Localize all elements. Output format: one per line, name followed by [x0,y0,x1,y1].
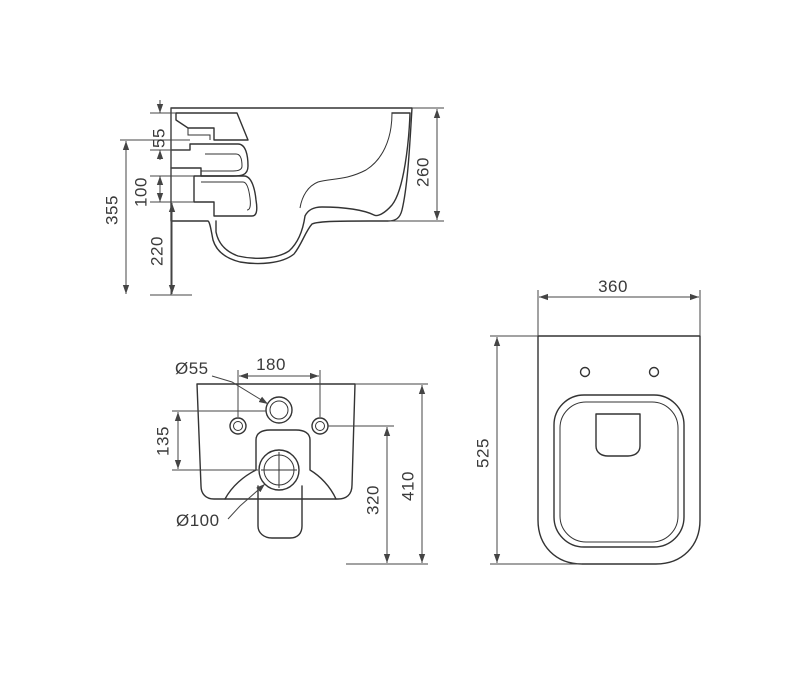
label-355: 355 [102,195,121,225]
rear-view-bolt-right-inner [315,421,325,431]
label-360: 360 [598,277,628,296]
top-view-outline [537,335,701,565]
top-view-seat-hole-right [648,366,660,378]
side-view-rim [175,112,249,141]
rear-view-spigot-pipe [257,485,303,539]
top-view-bowl [553,394,685,548]
top-view-bowl-inner [559,401,679,543]
rear-view-spigot [224,429,337,500]
top-view-flush-outlet [595,413,641,457]
side-view: 55 100 355 220 260 [102,100,444,296]
label-525: 525 [473,438,492,468]
rear-view-bolt-left [229,417,247,435]
label-diam-100: Ø100 [176,511,220,530]
rear-view: Ø55 180 135 Ø100 320 410 [153,355,428,565]
label-180: 180 [256,355,286,374]
label-55: 55 [149,128,168,148]
rear-view-inlet-inner [269,400,289,420]
leader-diam-55 [211,375,269,405]
side-view-outlet [193,175,258,217]
leader-diam-100 [227,483,266,520]
label-diam-55: Ø55 [175,359,209,378]
rear-view-bolt-left-inner [233,421,243,431]
side-view-rim-inner [187,128,211,140]
label-410: 410 [398,471,417,501]
label-100: 100 [131,177,150,207]
label-135: 135 [153,426,172,456]
label-320: 320 [363,485,382,515]
side-view-inlet-inner [201,153,243,172]
side-view-outline [170,107,413,265]
label-260: 260 [413,157,432,187]
top-view-seat-hole-left [579,366,591,378]
side-view-inner-curve [299,112,393,209]
side-view-inner-bowl [215,112,411,259]
rear-view-bolt-right [311,417,329,435]
rear-view-inlet-outer [265,396,293,424]
rear-view-outline [196,383,356,500]
rear-view-outlet-outer [258,449,300,491]
label-220: 220 [147,236,166,266]
top-view: 360 525 [473,277,701,565]
side-view-outlet-inner [201,181,251,211]
